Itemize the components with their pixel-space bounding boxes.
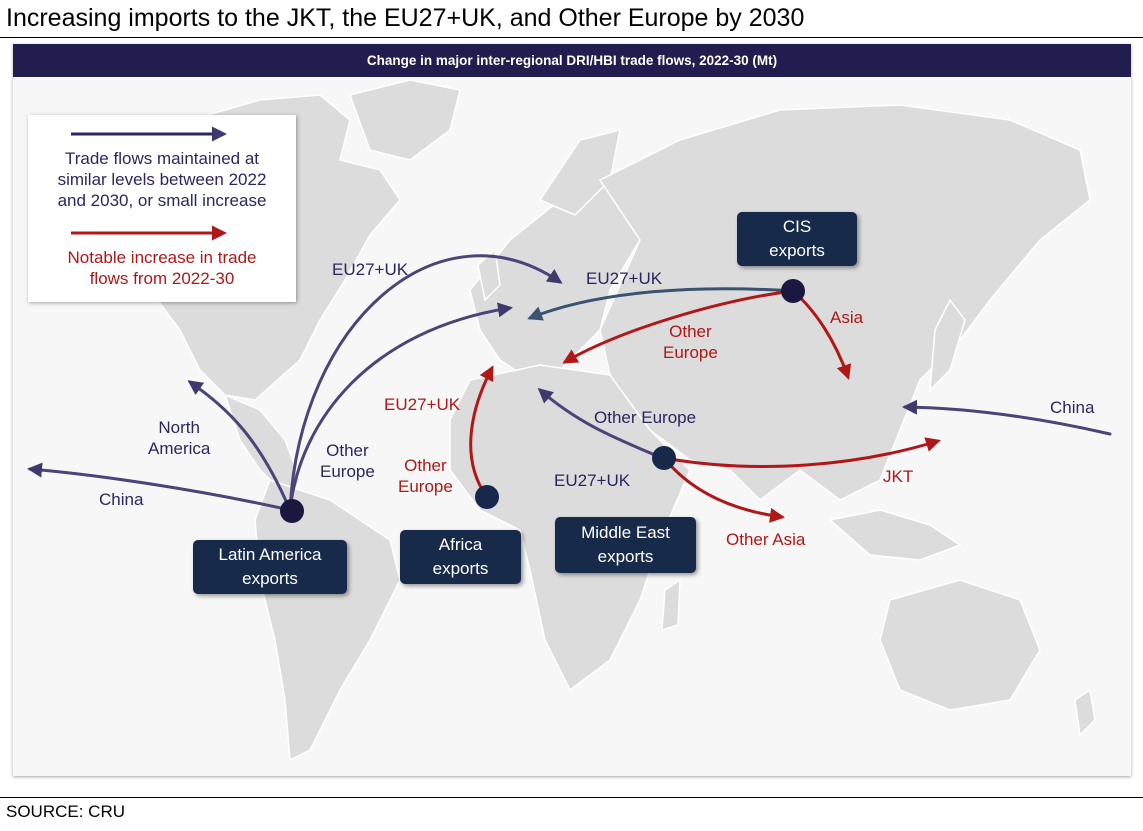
new-zealand-landmass: [1074, 688, 1096, 737]
flow-me-jkt: [662, 437, 941, 468]
label-latam-eu: EU27+UK: [332, 260, 409, 279]
madagascar-landmass: [661, 578, 681, 632]
origin-dot-latam: [280, 499, 304, 523]
origin-dot-cis: [781, 279, 805, 303]
label-me-other-europe: Other Europe: [594, 408, 697, 427]
region-box-africa: Africa exports: [400, 530, 521, 584]
legend: Trade flows maintained at similar levels…: [28, 115, 296, 302]
page-title: Increasing imports to the JKT, the EU27+…: [6, 4, 805, 32]
origin-dot-mideast: [652, 446, 676, 470]
label-me-eu: EU27+UK: [554, 471, 631, 490]
central-america-landmass: [223, 393, 301, 502]
label-latam-north-america: North America: [148, 417, 210, 459]
region-box-cis: CIS exports: [737, 212, 857, 266]
flow-me-other-asia: [662, 456, 785, 523]
flow-latam-china: [27, 462, 292, 512]
label-cis-other-europe: Other Europe: [663, 321, 718, 363]
origin-dot-africa: [475, 485, 499, 509]
legend-increase-line: flows from 2022-30: [89, 269, 235, 288]
label-line: Other: [326, 441, 369, 460]
region-box-line: exports: [242, 569, 298, 588]
region-box-latam: Latin America exports: [193, 540, 347, 594]
flow-me-other-europe: [537, 388, 664, 460]
flow-africa-eu: [469, 365, 494, 499]
flow-cis-other-europe: [562, 289, 795, 364]
flow-latam-north-america: [187, 380, 292, 512]
legend-maintained-line: Trade flows maintained at: [64, 149, 260, 168]
footer-divider: [0, 797, 1143, 798]
source-note: SOURCE: CRU: [6, 802, 126, 821]
legend-maintained-line: similar levels between 2022: [57, 170, 267, 189]
region-box-line: Africa: [438, 535, 483, 554]
label-china-in: China: [1050, 398, 1095, 417]
region-box-line: exports: [769, 241, 825, 260]
legend-arrows: [71, 126, 227, 241]
label-line: Other: [404, 456, 447, 475]
asia-landmass: [598, 104, 1091, 501]
label-line: Europe: [663, 343, 718, 362]
region-box-mideast: Middle East exports: [555, 517, 696, 573]
label-me-jkt: JKT: [883, 467, 914, 486]
label-line: Europe: [398, 477, 453, 496]
label-africa-other-europe: Other Europe: [398, 455, 453, 497]
label-latam-china: China: [99, 490, 144, 509]
legend-maintained-text: Trade flows maintained at similar levels…: [28, 148, 296, 211]
scandinavia-landmass: [538, 128, 621, 216]
legend-maintained-line: and 2030, or small increase: [57, 191, 267, 210]
flow-latam-eu: [288, 254, 563, 512]
australia-landmass: [879, 579, 1041, 711]
south-america-landmass: [254, 479, 401, 762]
label-line: Europe: [320, 462, 375, 481]
region-box-line: Latin America: [218, 545, 322, 564]
southeast-asia-islands: [828, 509, 962, 561]
flow-china-in: [902, 399, 1112, 436]
label-line: North: [158, 418, 200, 437]
region-box-line: exports: [597, 547, 654, 566]
title-divider: [0, 37, 1143, 38]
flow-latam-other-europe: [288, 302, 513, 512]
greenland-landmass: [349, 79, 461, 161]
region-box-line: exports: [432, 559, 489, 578]
label-cis-eu: EU27+UK: [586, 269, 663, 288]
label-me-other-asia: Other Asia: [726, 530, 806, 549]
label-cis-asia: Asia: [830, 308, 864, 327]
flow-cis-eu: [527, 287, 795, 321]
region-box-line: Middle East: [581, 523, 670, 542]
map-banner: Change in major inter-regional DRI/HBI t…: [13, 44, 1131, 77]
label-line: Other: [669, 322, 712, 341]
legend-increase-text: Notable increase in trade flows from 202…: [28, 247, 296, 289]
label-africa-eu: EU27+UK: [384, 395, 461, 414]
japan-landmass: [929, 298, 966, 392]
label-line: America: [148, 439, 211, 458]
region-box-line: CIS: [782, 217, 812, 236]
legend-increase-line: Notable increase in trade: [67, 248, 257, 267]
label-latam-other-europe: Other Europe: [320, 440, 375, 482]
